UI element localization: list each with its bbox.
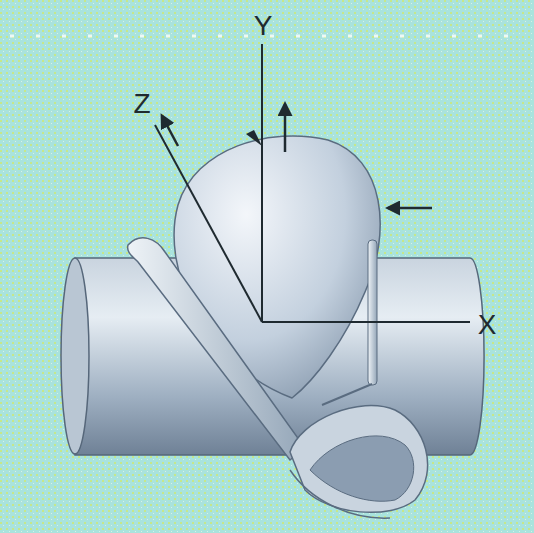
axis-label: Y xyxy=(254,12,273,40)
axis-label: X xyxy=(478,311,497,339)
axes xyxy=(155,44,470,322)
clip-arm xyxy=(128,238,305,460)
clip-loop xyxy=(290,406,428,513)
clip-edge xyxy=(290,470,390,518)
y-axis xyxy=(261,44,263,322)
axis-label: Z xyxy=(133,90,150,118)
motion-arrows xyxy=(162,104,432,208)
clip-loop-inner xyxy=(310,436,414,501)
x-axis xyxy=(262,321,470,323)
z-arrow xyxy=(162,116,178,146)
clip xyxy=(128,238,428,518)
rod-wire xyxy=(322,384,372,405)
rod xyxy=(368,240,377,385)
cylinder-end xyxy=(61,258,89,454)
rotation-head xyxy=(246,130,262,146)
y-arrow xyxy=(284,104,287,152)
bulb-shape xyxy=(174,136,380,398)
x-arrow xyxy=(388,207,432,210)
